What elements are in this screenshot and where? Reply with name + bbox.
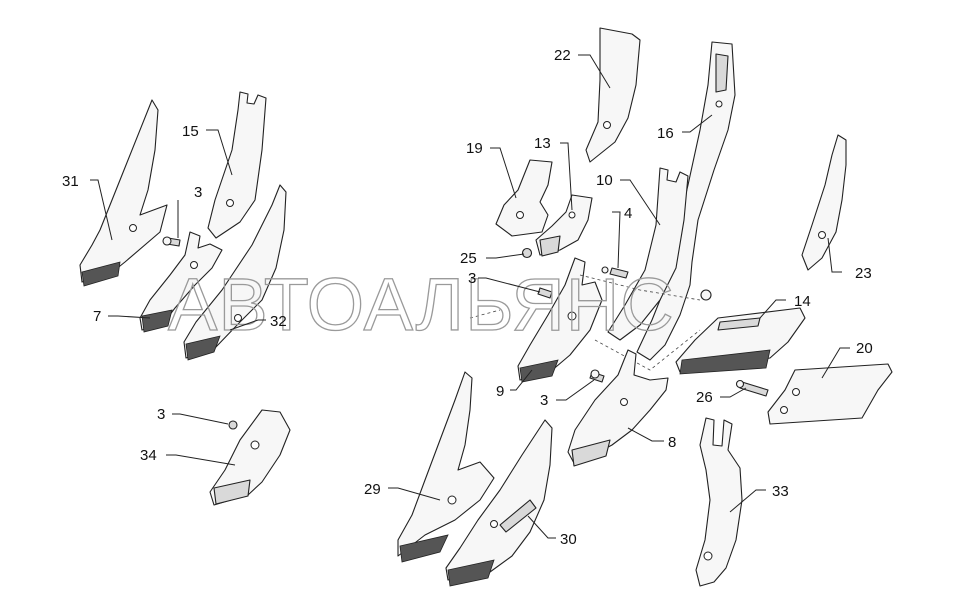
callout-13: 13 <box>534 135 551 152</box>
bolt-3-lower <box>589 369 605 383</box>
callout-labels: 31 15 3 7 32 3 34 22 19 13 10 16 4 25 3 … <box>62 47 873 548</box>
part-10 <box>607 167 689 341</box>
bolt-3-left <box>162 236 181 247</box>
part-22 <box>585 27 641 163</box>
part-13 <box>535 194 593 257</box>
assembly-lines <box>469 274 701 371</box>
callout-23: 23 <box>855 265 872 282</box>
callout-33: 33 <box>772 483 789 500</box>
callout-14: 14 <box>794 293 811 310</box>
callout-7: 7 <box>93 308 101 325</box>
part-32 <box>183 184 287 361</box>
bolt-26 <box>735 379 769 397</box>
callout-8: 8 <box>668 434 676 451</box>
callout-25: 25 <box>460 250 477 267</box>
part-20 <box>767 363 893 425</box>
part-23 <box>801 134 847 271</box>
part-29 <box>397 371 495 563</box>
callout-20: 20 <box>856 340 873 357</box>
callout-29: 29 <box>364 481 381 498</box>
callout-30: 30 <box>560 531 577 548</box>
part-34 <box>209 409 291 506</box>
callout-3-small: 3 <box>157 406 165 423</box>
watermark: АВТОАЛЬЯНС <box>168 263 675 346</box>
callout-3-center: 3 <box>468 270 476 287</box>
callout-4: 4 <box>624 205 632 222</box>
callout-16: 16 <box>657 125 674 142</box>
callout-34: 34 <box>140 447 157 464</box>
bolt-3-small <box>228 420 238 430</box>
part-9 <box>517 257 603 383</box>
callout-19: 19 <box>466 140 483 157</box>
nut-25 <box>521 247 533 259</box>
part-19 <box>495 159 553 237</box>
part-30 <box>445 419 553 587</box>
callout-3-left: 3 <box>194 184 202 201</box>
part-7 <box>139 231 223 333</box>
callout-31: 31 <box>62 173 79 190</box>
callout-22: 22 <box>554 47 571 64</box>
part-14 <box>675 307 806 375</box>
part-31 <box>79 99 168 287</box>
part-15 <box>207 91 267 239</box>
callout-26: 26 <box>696 389 713 406</box>
bolt-4 <box>601 266 629 279</box>
part-33 <box>695 417 743 587</box>
callout-32: 32 <box>270 313 287 330</box>
leader-lines <box>90 54 850 539</box>
callout-9: 9 <box>496 383 504 400</box>
callout-10: 10 <box>596 172 613 189</box>
callout-15: 15 <box>182 123 199 140</box>
callout-3-lower: 3 <box>540 392 548 409</box>
